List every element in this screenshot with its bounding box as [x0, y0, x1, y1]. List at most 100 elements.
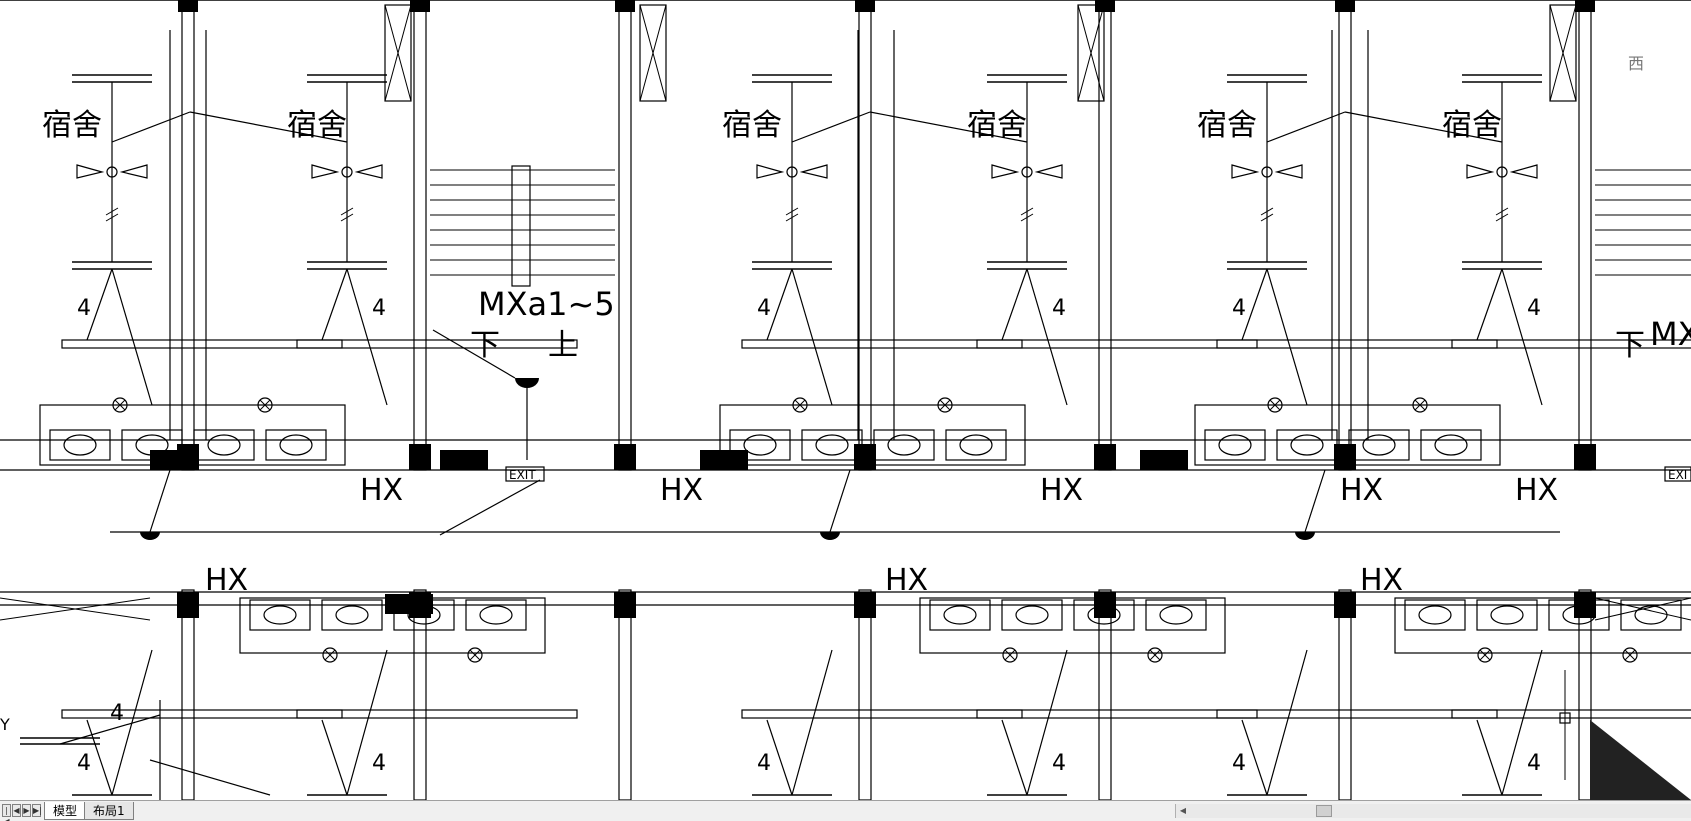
- stair-up-label: 上: [548, 328, 578, 363]
- toilet-stall: [1348, 429, 1410, 461]
- corridor-lamp-icon: [140, 532, 160, 540]
- sink-icon: [1087, 605, 1121, 625]
- wire-line: [439, 479, 541, 536]
- sink-icon: [1290, 434, 1324, 456]
- lamp-cross: [939, 399, 951, 411]
- toilet-stall: [1548, 599, 1610, 631]
- sink-icon: [279, 434, 313, 456]
- column-block: [855, 0, 875, 12]
- wire-line: [1476, 268, 1503, 341]
- lamp-icon: [1002, 647, 1018, 663]
- wire-tick: [1495, 207, 1509, 216]
- horizontal-scrollbar[interactable]: ◀: [1175, 804, 1691, 818]
- prev-tab-button[interactable]: ◀: [12, 804, 21, 817]
- wire-line: [829, 469, 851, 533]
- corridor-hatch: [0, 597, 151, 621]
- scroll-thumb[interactable]: [1316, 805, 1332, 817]
- column-block: [410, 0, 430, 12]
- wire-line: [766, 719, 793, 796]
- column-block: [1094, 444, 1116, 470]
- electrical-plan-drawing[interactable]: 宿舍44宿舍44HXHXHX宿舍44宿舍44HXHXHX宿舍44宿舍44HXHX…: [0, 0, 1691, 800]
- wire-tick: [1020, 213, 1034, 222]
- tab-model[interactable]: 模型: [44, 802, 87, 820]
- wire-tick: [1260, 213, 1274, 222]
- wire-line: [1001, 268, 1028, 341]
- circuit-count-label: 4: [757, 751, 771, 776]
- stair-down-label: 下: [1615, 328, 1645, 363]
- column-line: [181, 589, 195, 800]
- corridor-label: HX: [1515, 473, 1558, 508]
- shaft-cross: [1549, 4, 1577, 102]
- sink-icon: [63, 434, 97, 456]
- desk-line: [61, 339, 343, 349]
- shaft-box: [384, 4, 412, 102]
- sink-icon: [1490, 605, 1524, 625]
- wire-line: [1266, 649, 1308, 796]
- circuit-count-label: 4: [372, 751, 386, 776]
- wire-tick: [1260, 207, 1274, 216]
- wall-block: [440, 450, 488, 470]
- wire-line: [869, 111, 1028, 143]
- room-label: 宿舍: [1197, 108, 1257, 143]
- toilet-stall: [1145, 599, 1207, 631]
- column-line: [858, 589, 872, 800]
- last-tab-button[interactable]: ▶|: [32, 804, 42, 817]
- column-block: [178, 0, 198, 12]
- column-line: [413, 0, 427, 471]
- sink-icon: [479, 605, 513, 625]
- wire-line: [86, 268, 113, 341]
- toilet-stall: [929, 599, 991, 631]
- circuit-count-label: 4: [1052, 751, 1066, 776]
- wire-tick: [340, 213, 354, 222]
- wire-line: [1001, 719, 1028, 796]
- lamp-cross: [114, 399, 126, 411]
- wire-line: [111, 111, 191, 143]
- wire-tick: [105, 207, 119, 216]
- room-label: 宿舍: [1442, 108, 1502, 143]
- circuit-count-label: 4: [1232, 296, 1246, 321]
- shaft-box: [1549, 4, 1577, 102]
- corridor-label: HX: [205, 563, 248, 598]
- compass-label[interactable]: 西: [1628, 54, 1645, 73]
- toilet-stall: [1420, 429, 1482, 461]
- desk-line: [741, 339, 1023, 349]
- ceiling-fan-icon: [76, 164, 148, 179]
- ceiling-fan-icon: [786, 166, 798, 178]
- first-tab-button[interactable]: |◀: [2, 804, 11, 821]
- wire-line: [1501, 268, 1543, 406]
- next-tab-button[interactable]: ▶: [22, 804, 31, 817]
- ceiling-fan-icon: [311, 164, 383, 179]
- exit-sign-label: EXIT: [509, 468, 536, 482]
- desk-line: [1216, 709, 1498, 719]
- sink-icon: [1434, 434, 1468, 456]
- sink-icon: [1159, 605, 1193, 625]
- circuit-count-label: 4: [110, 701, 124, 726]
- wire-line: [791, 268, 833, 406]
- ceiling-fan-icon: [1261, 166, 1273, 178]
- tab-layout1[interactable]: 布局1: [84, 802, 134, 820]
- column-line: [1098, 0, 1112, 471]
- sink-icon: [1634, 605, 1668, 625]
- crosshair-box: [1559, 712, 1571, 724]
- corridor-lamp-icon: [1295, 532, 1315, 540]
- wire-line: [346, 649, 388, 796]
- wire-line: [321, 719, 348, 796]
- ceiling-fan-icon: [756, 164, 828, 179]
- column-line: [858, 0, 872, 471]
- corridor-label: HX: [1340, 473, 1383, 508]
- lamp-icon: [1412, 397, 1428, 413]
- ceiling-fan-icon: [1496, 166, 1508, 178]
- toilet-stall: [321, 599, 383, 631]
- wire-line: [1241, 268, 1268, 341]
- column-block: [615, 0, 635, 12]
- wire-line: [86, 719, 113, 796]
- wire-line: [791, 649, 833, 796]
- column-block: [1574, 444, 1596, 470]
- sink-icon: [263, 605, 297, 625]
- lamp-icon: [792, 397, 808, 413]
- room-label: 宿舍: [967, 108, 1027, 143]
- circuit-count-label: 4: [77, 751, 91, 776]
- axis-label: Y: [0, 715, 10, 734]
- scroll-left-icon[interactable]: ◀: [1179, 806, 1187, 815]
